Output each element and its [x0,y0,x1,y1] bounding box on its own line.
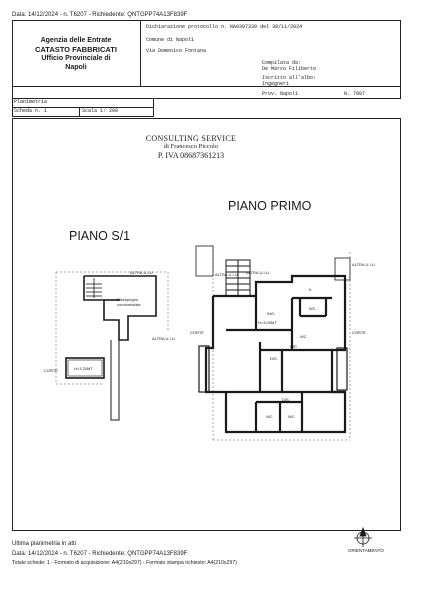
agency-line-1: Agenzia delle Entrate [40,37,112,44]
consulting-stamp: CONSULTING SERVICE di Francesco Piccolo … [126,134,256,161]
scheda-number: Scheda n. 1 [14,108,48,114]
room-label-dis-1: DIS. [270,356,278,361]
agency-line-4: Napoli [65,64,87,71]
room-label-wc-4: WC [288,414,295,419]
protocol-del: del [260,24,270,30]
room-label-altra-ui-5: ALTRA U.I.U. [152,336,176,341]
scheda-row [12,107,154,117]
header-frame [12,20,401,99]
room-label-height-main: H=3.00MT [258,320,277,325]
prov-label: Prov. Napoli [262,91,299,97]
basement-walls [65,275,157,421]
scheda-divider [79,107,80,117]
albo-value: Ingegneri [262,81,290,87]
balconies [195,245,351,393]
bottom-last-planimetria: Ultima planimetria in atti [12,541,77,547]
room-label-altra-ui-3: ALTRA U.I.U. [352,262,376,267]
room-label-dis-2: DIS. [282,397,290,402]
header-date-line: Data: 14/12/2024 - n. T6207 - Richiedent… [12,12,188,18]
bottom-date-line: Data: 14/12/2024 - n. T6207 - Richiedent… [12,551,188,557]
room-label-wc-3: WC [266,414,273,419]
agency-line-3: Ufficio Provinciale di [41,55,111,62]
room-label-altra-ui-1: ALTRA U.I.U. [246,270,270,275]
agency-line-2: CATASTO FABBRICATI [35,45,117,54]
stamp-line-1: CONSULTING SERVICE [145,134,237,143]
albo-number: N. 7907 [344,91,365,97]
room-label-corte-3: CORTE [44,368,58,373]
room-label-disimpegno: Disimpegno condominiale [117,297,141,307]
compilata-name: De Marco Filiberto [262,66,317,72]
room-label-k: K [309,287,312,292]
bottom-format-line: Totale schede: 1 - Formato di acquisizio… [12,560,237,566]
protocol-number: NA0397330 [230,24,258,30]
room-label-altra-ui-2: ALTRA U.I.U. [215,272,239,277]
planimetria-title: Planimetria [14,99,48,105]
protocol-comune: Comune di Napoli [146,37,195,43]
room-label-ingresso: ING. [267,311,276,316]
piano-primo-title: PIANO PRIMO [228,199,312,213]
protocol-via: Via Domenico Fontana [146,48,207,54]
first-floor-walls [204,274,347,434]
room-label-corte-2: CORTE [352,330,366,335]
drawing-frame [12,118,401,531]
scala-value: Scala 1: 200 [82,108,119,114]
north-arrow-icon [354,526,372,547]
albo-n-value: 7907 [353,91,366,97]
protocol-label: Dichiarazione protocollo n. [146,24,228,30]
agency-block: Agenzia delle Entrate CATASTO FABBRICATI… [14,36,138,72]
stamp-line-3: P. IVA 08687361213 [157,151,225,160]
header-divider [140,20,141,86]
orientamento-label: ORIENTAMENTO [348,548,384,553]
room-label-wc-1: WC [309,306,316,311]
albo-n-label: N. [344,91,351,97]
room-label-corte-1: CORTE [190,330,204,335]
iscritto-label: Iscritto all'albo: [262,75,317,81]
room-label-altra-ui-4: ALTRA U.I.U. [130,270,154,275]
header-hline [12,86,401,87]
compilata-label: Compilata da: [262,60,302,66]
basement-stairs [86,278,102,298]
staircase [225,259,251,297]
protocol-date: 30/11/2024 [272,24,303,30]
room-label-wc-2: WC [300,334,307,339]
stamp-line-2: di Francesco Piccolo [163,143,219,150]
protocol-line: Dichiarazione protocollo n. NA0397330 de… [146,24,302,30]
piano-s1-title: PIANO S/1 [69,229,131,243]
room-label-height-sub: H=3.20MT [74,366,93,371]
room-label-rip: RIP. [290,344,298,349]
basement-dashed [55,271,169,385]
